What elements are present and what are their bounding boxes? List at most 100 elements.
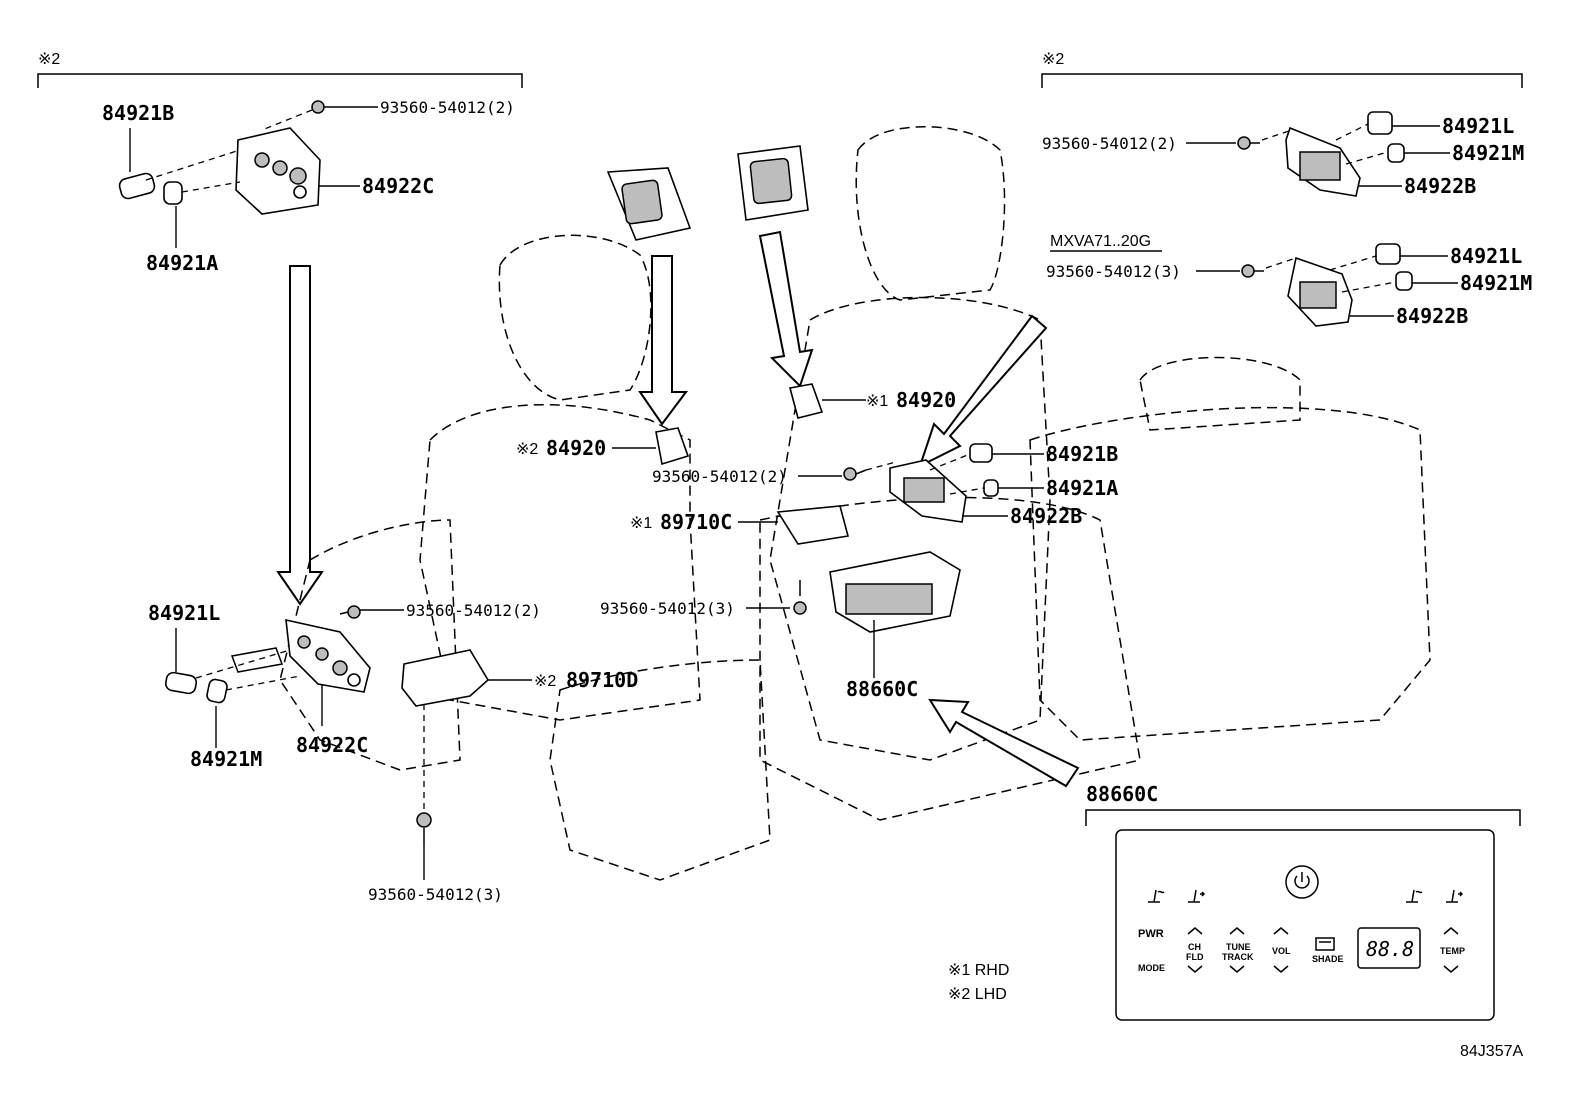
callout-screw-ll: 93560-54012(2): [406, 601, 541, 620]
control-panel-face: [1115, 829, 1495, 1021]
callout-88660C: 88660C: [846, 677, 918, 701]
switch-knob-84921L-tr: [1367, 111, 1393, 135]
callout-89710D: 89710D: [566, 668, 638, 692]
figure-id: 84J357A: [1460, 1043, 1523, 1060]
power-button[interactable]: [1285, 865, 1319, 899]
seat-switch-inset-rhd: [737, 145, 814, 388]
shade-icon: [1315, 937, 1335, 951]
callout-84921M-tr: 84921M: [1452, 141, 1524, 165]
ecu-89710C: [776, 505, 850, 545]
mode-label[interactable]: MODE: [1138, 963, 1165, 973]
detail-top-right: ※2 93560-54012(2) 84921L 84921M 84922B M…: [1041, 51, 1532, 328]
detail-top-left: ※2 84921B 84921A 84922C 93560-54012(2): [37, 51, 523, 275]
seat-heater-icon: [1148, 889, 1165, 903]
callout-84920-rhd: 84920: [896, 388, 956, 412]
callout-84921L-mr: 84921L: [1450, 244, 1522, 268]
ecu-89710D: [401, 649, 490, 707]
screw-icon: [1237, 136, 1260, 150]
chevron-down-icon[interactable]: [1229, 965, 1245, 973]
track-label: TRACK: [1222, 952, 1254, 962]
seat-heater-right-icon: [1406, 889, 1423, 903]
chevron-down-icon[interactable]: [1187, 965, 1203, 973]
callout-84922B-tr: 84922B: [1404, 174, 1476, 198]
chevron-up-icon[interactable]: [1229, 927, 1245, 935]
switch-knob-84921B-center: [969, 443, 993, 463]
callout-84922B-mr: 84922B: [1396, 304, 1468, 328]
callout-screw-center2: 93560-54012(3): [600, 599, 735, 618]
switch-knob-84921M-mr: [1395, 271, 1413, 291]
temp-label: TEMP: [1440, 946, 1465, 956]
callout-84921L-ll: 84921L: [148, 601, 220, 625]
lhd-mark-right: ※2: [1042, 51, 1064, 68]
callout-screw-tr: 93560-54012(2): [1042, 134, 1177, 153]
callout-84921A-center: 84921A: [1046, 476, 1118, 500]
screw-icon: [311, 100, 334, 114]
callout-84921B-center: 84921B: [1046, 442, 1118, 466]
shade-label: SHADE: [1312, 954, 1344, 964]
switch-84920-rhd: [789, 383, 824, 419]
switch-knob-84921L-mr: [1375, 243, 1401, 265]
pwr-label[interactable]: PWR: [1138, 928, 1164, 940]
detail-bracket-right: [1041, 73, 1523, 88]
callout-rhd-prefix-89710C: ※1: [630, 515, 652, 532]
lhd-mark-left: ※2: [38, 51, 60, 68]
callout-84922C-tl: 84922C: [362, 174, 434, 198]
chevron-down-icon[interactable]: [1273, 965, 1289, 973]
seat-outlines: [279, 126, 1431, 881]
arrow-up-left-icon: [928, 698, 1080, 788]
callout-84920-lhd: 84920: [546, 436, 606, 460]
callout-88660C-detail: 88660C: [1086, 782, 1158, 806]
callout-84922B-center: 84922B: [1010, 504, 1082, 528]
switch-knob-84921B: [118, 172, 156, 200]
legend-rhd: ※1 RHD: [948, 962, 1009, 979]
callout-screw-mr: 93560-54012(3): [1046, 262, 1181, 281]
switch-knob-84921M-ll: [206, 678, 228, 704]
arrow-down-left-icon: [276, 265, 324, 606]
fld-label: FLD: [1186, 952, 1204, 962]
ch-label: CH: [1188, 942, 1201, 952]
callout-84921A-tl: 84921A: [146, 251, 218, 275]
callout-screw-center: 93560-54012(2): [652, 467, 787, 486]
chevron-up-icon[interactable]: [1443, 927, 1459, 935]
switch-knob-84921A: [163, 181, 183, 205]
legend-lhd: ※2 LHD: [948, 986, 1007, 1003]
screw-icon: [843, 467, 867, 481]
seat-switch-inset-lhd: [606, 167, 692, 426]
variant-label: MXVA71..20G: [1050, 233, 1151, 250]
vol-label: VOL: [1272, 946, 1291, 956]
chevron-up-icon[interactable]: [1273, 927, 1289, 935]
tune-label: TUNE: [1226, 942, 1251, 952]
shade-button[interactable]: SHADE: [1312, 937, 1344, 964]
screw-icon: [793, 580, 807, 615]
switch-knob-84921M-tr: [1387, 143, 1405, 163]
switch-knob-84921A-center: [983, 479, 999, 497]
callout-89710C: 89710C: [660, 510, 732, 534]
screw-icon: [416, 812, 432, 846]
power-icon: [1285, 865, 1319, 899]
callout-screw-tl: 93560-54012(2): [380, 98, 515, 117]
switch-knob-84921L-ll: [164, 671, 198, 695]
tune-track-control[interactable]: TUNE TRACK: [1222, 927, 1254, 973]
seat-vent-icon: [1188, 889, 1206, 903]
screw-icon: [339, 605, 361, 619]
temp-control[interactable]: TEMP: [1440, 927, 1465, 973]
chevron-down-icon[interactable]: [1443, 965, 1459, 973]
switch-84920-lhd: [655, 427, 690, 466]
callout-screw-bottom: 93560-54012(3): [368, 885, 503, 904]
callout-84921M-mr: 84921M: [1460, 271, 1532, 295]
screw-icon: [1241, 264, 1264, 278]
callout-lhd-prefix-84920: ※2: [516, 441, 538, 458]
detail-bracket-panel: [1085, 809, 1521, 826]
callout-lhd-prefix-89710D: ※2: [534, 673, 556, 690]
lcd-value: 88.8: [1366, 937, 1414, 961]
callout-84922C-ll: 84922C: [296, 733, 368, 757]
callout-84921M-ll: 84921M: [190, 747, 262, 771]
ch-fld-control[interactable]: CH FLD: [1186, 927, 1204, 973]
arrow-diagonal-icon: [918, 314, 1048, 468]
callout-84921B-tl: 84921B: [102, 101, 174, 125]
chevron-up-icon[interactable]: [1187, 927, 1203, 935]
callout-rhd-prefix-84920: ※1: [866, 393, 888, 410]
arrow-down-icon: [638, 255, 688, 426]
vol-control[interactable]: VOL: [1272, 927, 1291, 973]
